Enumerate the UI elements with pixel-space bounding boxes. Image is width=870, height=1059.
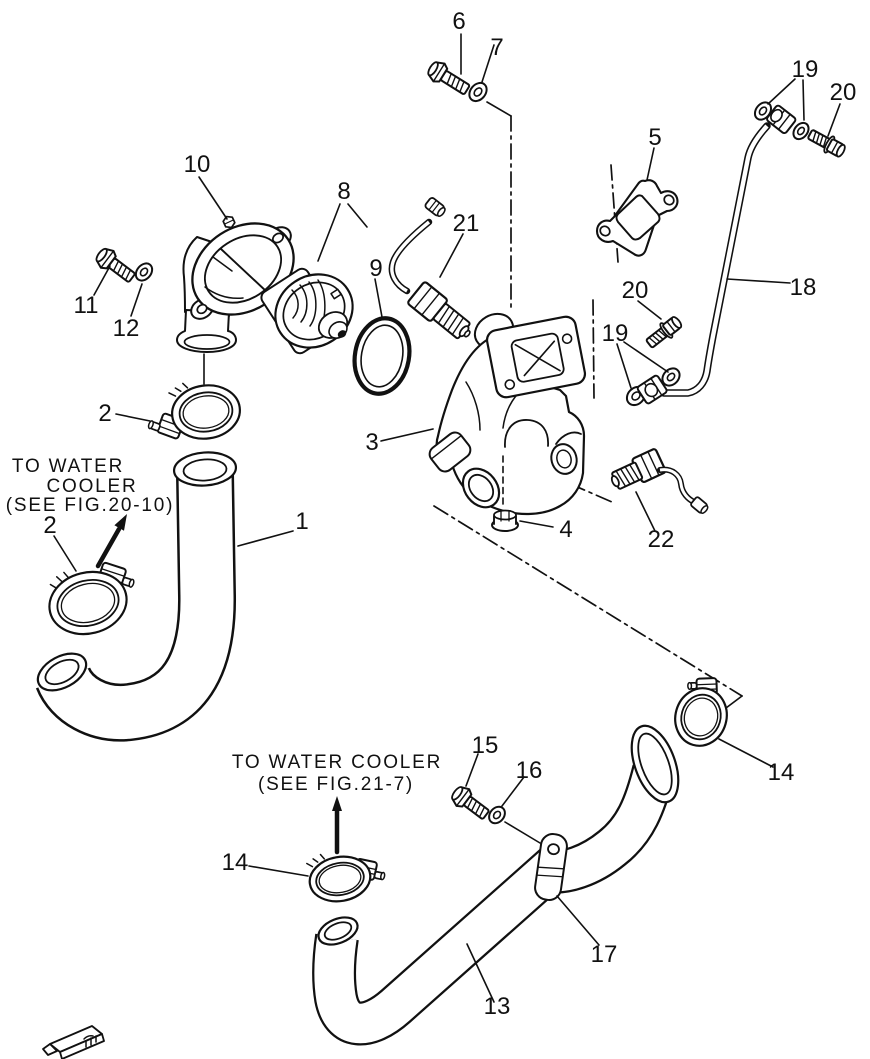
callout-21: 21 [453, 210, 480, 237]
note-top-line2: COOLER [46, 476, 137, 497]
callout-12: 12 [113, 315, 140, 342]
note-top-line3: (SEE FIG.20-10) [6, 495, 175, 516]
callout-8: 8 [337, 178, 350, 205]
callout-22: 22 [648, 526, 675, 553]
nut-4 [491, 455, 519, 532]
o-ring-9 [352, 316, 412, 396]
callout-11: 11 [74, 292, 99, 319]
sensor-21 [388, 197, 471, 340]
callout-6: 6 [452, 8, 465, 35]
bolt-6 [427, 61, 471, 95]
callout-1: 1 [295, 508, 308, 535]
callout-13: 13 [484, 993, 511, 1020]
note-to-water-cooler-bottom: TO WATER COOLER (SEE FIG.21-7) [232, 752, 442, 795]
leader-lines [53, 33, 841, 1003]
note-arrow-bottom [332, 796, 342, 855]
callout-20-top: 20 [830, 79, 857, 106]
callout-19-top: 19 [792, 56, 819, 83]
hose-clamp-14-left [306, 853, 386, 903]
bolt-15 [451, 786, 490, 820]
thermostat-8 [260, 267, 354, 355]
hose-clamp-2-lower [48, 561, 135, 636]
washer-16 [488, 805, 506, 825]
callout-4: 4 [559, 516, 572, 543]
bolt-11 [95, 247, 136, 283]
hose-clamp-2-upper [147, 382, 241, 440]
callout-2-lower: 2 [43, 512, 56, 539]
callout-7: 7 [490, 34, 503, 61]
water-pipe-18 [660, 122, 771, 397]
note-bottom-line1: TO WATER COOLER [232, 752, 442, 773]
callout-5: 5 [648, 124, 661, 151]
thermostat-cover-10 [176, 215, 295, 385]
sensor-22 [610, 448, 709, 514]
callout-10: 10 [184, 151, 211, 178]
callout-18: 18 [790, 274, 817, 301]
callout-20-mid: 20 [622, 277, 649, 304]
callout-14-right: 14 [768, 759, 795, 786]
callout-9: 9 [369, 255, 382, 282]
note-arrow-top [95, 514, 127, 569]
washer-12 [134, 262, 154, 282]
callout-17: 17 [591, 941, 618, 968]
gasket-5 [595, 179, 679, 257]
banjo-fitting-19-top [753, 101, 810, 141]
callout-16: 16 [516, 757, 543, 784]
callout-3: 3 [365, 429, 378, 456]
pump-housing-3 [428, 312, 587, 516]
banjo-fitting-19-mid [625, 367, 681, 407]
callout-15: 15 [472, 732, 499, 759]
hose-1 [35, 451, 238, 742]
callout-19-mid: 19 [602, 320, 629, 347]
hose-clamp-14-right [674, 677, 728, 747]
bolt-20-mid [645, 316, 683, 349]
note-top-line1: TO WATER [12, 456, 124, 477]
corner-tag-icon [42, 1025, 105, 1059]
callout-labels: 6 7 19 20 5 10 8 21 9 11 12 20 18 19 2 3… [43, 8, 856, 1020]
callout-14-left: 14 [222, 849, 249, 876]
bolt-20-top [807, 129, 846, 158]
pipe-bracket-17 [534, 833, 568, 901]
note-bottom-line2: (SEE FIG.21-7) [258, 774, 414, 795]
callout-2-upper: 2 [98, 400, 111, 427]
washer-7 [468, 81, 488, 103]
note-to-water-cooler-top: TO WATER COOLER (SEE FIG.20-10) [6, 456, 175, 516]
